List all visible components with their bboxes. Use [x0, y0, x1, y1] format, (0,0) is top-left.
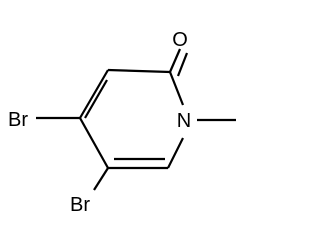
- bond-c6-n1: [167, 137, 184, 169]
- bond-c2-c3: [107, 68, 171, 74]
- atom-label-oxygen: O: [172, 29, 188, 51]
- bond-c3-c4-inner: [84, 79, 108, 119]
- atom-label-bromine-bottom: Br: [70, 194, 90, 216]
- atom-label-nitrogen: N: [177, 110, 191, 132]
- bond-c2-o-second: [176, 52, 189, 77]
- structure-diagram: O N Br Br: [8, 29, 236, 216]
- bond-c2-o: [168, 48, 182, 73]
- bond-c5-br: [93, 167, 109, 191]
- atom-label-bromine-top: Br: [8, 109, 28, 131]
- bond-c3-c4: [79, 69, 109, 119]
- bond-c4-c5: [79, 117, 109, 169]
- pyridinone-structure: O N Br Br: [8, 29, 236, 216]
- bond-n1-c2: [168, 71, 185, 106]
